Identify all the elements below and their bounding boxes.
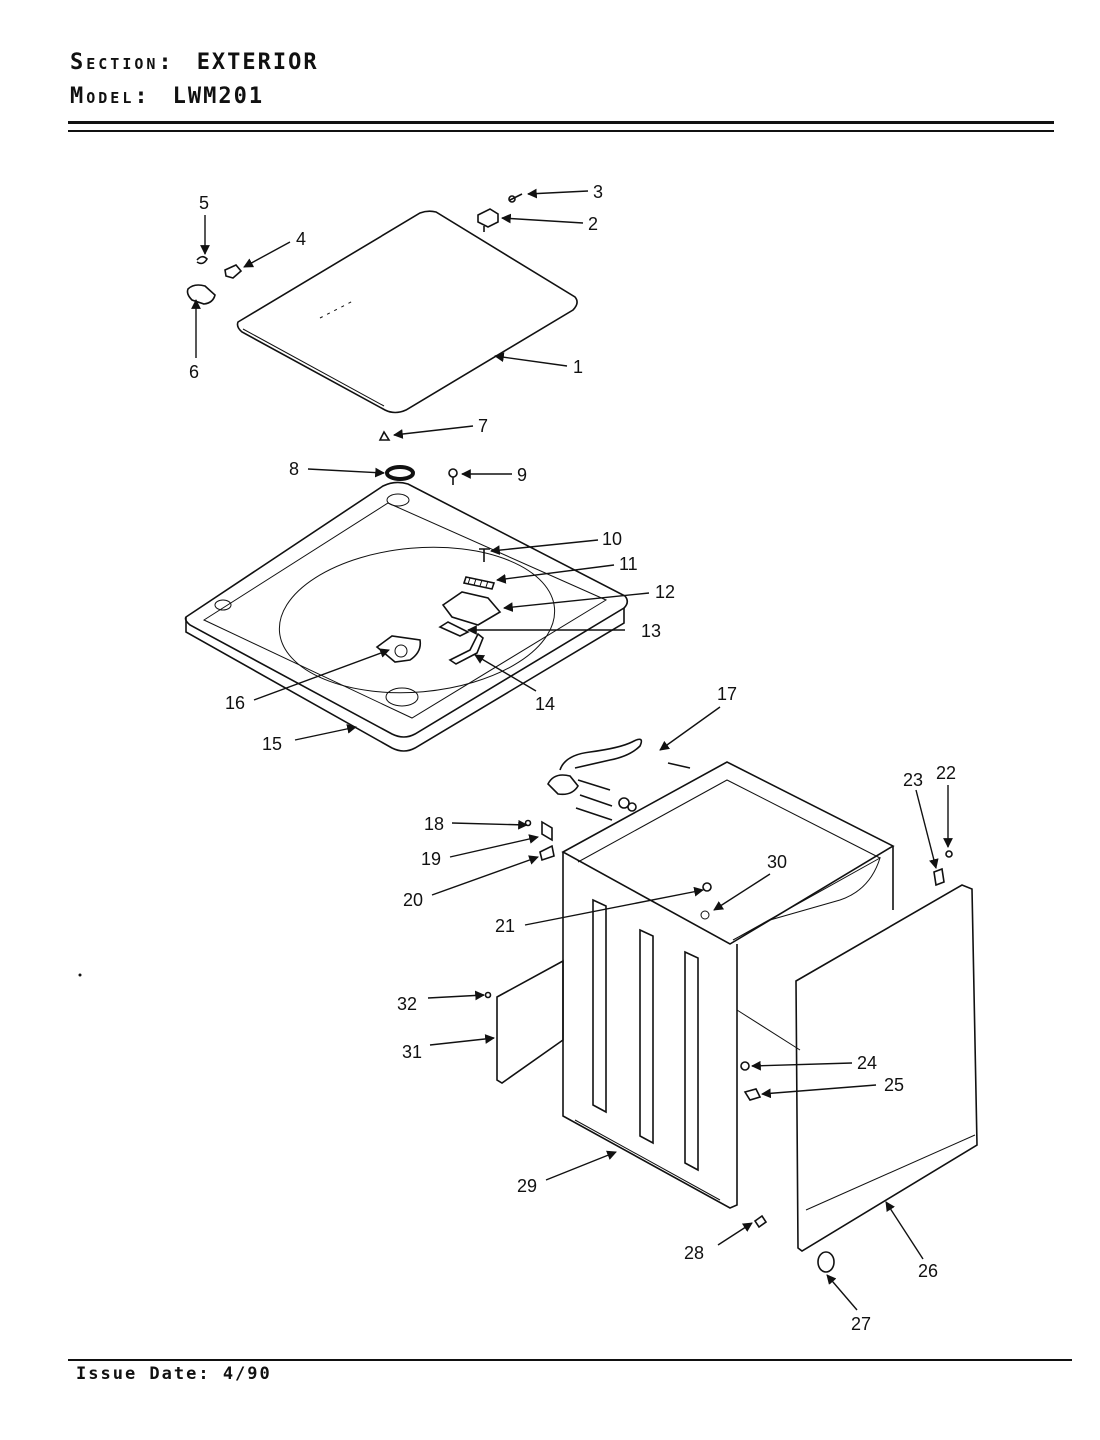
callout-22: 22 <box>936 763 956 783</box>
section-value: EXTERIOR <box>196 50 319 75</box>
gasket-ring-part <box>385 465 415 481</box>
switch-assembly-parts <box>438 548 502 665</box>
callout-5: 5 <box>199 193 209 213</box>
callout-31: 31 <box>402 1042 422 1062</box>
callout-28: 28 <box>684 1243 704 1263</box>
section-header: Section: EXTERIOR <box>70 50 319 75</box>
fastener-parts <box>484 819 953 1229</box>
callout-4: 4 <box>296 229 306 249</box>
callout-30: 30 <box>767 852 787 872</box>
callout-25: 25 <box>884 1075 904 1095</box>
callout-24: 24 <box>857 1053 877 1073</box>
lid-part <box>236 210 578 414</box>
callout-27: 27 <box>851 1314 871 1334</box>
callout-29: 29 <box>517 1176 537 1196</box>
callout-20: 20 <box>403 890 423 910</box>
side-panel-part <box>496 959 564 1084</box>
callout-21: 21 <box>495 916 515 936</box>
callout-7: 7 <box>478 416 488 436</box>
callout-3: 3 <box>593 182 603 202</box>
issue-date: Issue Date: 4/90 <box>76 1364 272 1384</box>
callout-19: 19 <box>421 849 441 869</box>
callout-1: 1 <box>573 357 583 377</box>
model-header: Model: LWM201 <box>70 84 264 109</box>
rear-panel-part <box>795 884 978 1252</box>
callout-26: 26 <box>918 1261 938 1281</box>
bumper-part <box>378 430 391 441</box>
callout-2: 2 <box>588 214 598 234</box>
callout-17: 17 <box>717 684 737 704</box>
top-panel-part <box>184 481 629 752</box>
section-label: Section: <box>70 50 175 75</box>
callout-11: 11 <box>619 554 638 574</box>
callout-18: 18 <box>424 814 444 834</box>
stray-dot <box>78 973 82 977</box>
callout-8: 8 <box>289 459 299 479</box>
callout-12: 12 <box>655 582 675 602</box>
footer-rule <box>68 1359 1072 1361</box>
callout-10: 10 <box>602 529 622 549</box>
header-rule-thin <box>68 130 1054 132</box>
hinge-parts <box>186 193 523 305</box>
callout-13: 13 <box>641 621 661 641</box>
callout-9: 9 <box>517 465 527 485</box>
callout-labels: 1 2 3 4 5 6 7 8 9 10 11 12 13 14 15 16 1… <box>189 182 956 1334</box>
cabinet-part <box>561 761 895 1209</box>
callout-16: 16 <box>225 693 245 713</box>
callout-32: 32 <box>397 994 417 1014</box>
leader-lines <box>191 188 953 1311</box>
callout-23: 23 <box>903 770 923 790</box>
leveling-foot-part <box>817 1251 835 1273</box>
model-value: LWM201 <box>172 84 265 109</box>
callout-15: 15 <box>262 734 282 754</box>
screw-part <box>448 468 458 485</box>
power-cord-part <box>547 738 691 821</box>
callout-14: 14 <box>535 694 555 714</box>
callout-6: 6 <box>189 362 199 382</box>
header-rule-thick <box>68 121 1054 124</box>
model-label: Model: <box>70 84 151 109</box>
